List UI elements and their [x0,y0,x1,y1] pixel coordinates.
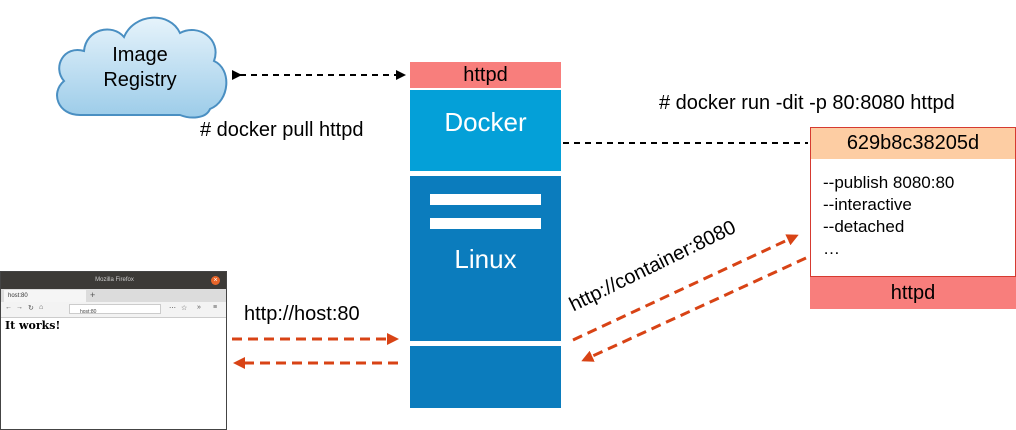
option-publish: --publish 8080:80 [823,173,955,192]
browser-tabbar: host:80 + [1,289,226,302]
option-interactive: --interactive [823,195,912,214]
page-actions-icon[interactable]: ⋯ [169,305,176,312]
address-text: host:80 [80,309,97,315]
run-command: # docker run -dit -p 80:8080 httpd [659,92,955,114]
hardware-layer [410,346,561,408]
image-registry-label: Image Registry [50,43,230,93]
stack-httpd-label: httpd [463,63,508,86]
browser-tab[interactable]: host:80 [4,290,86,302]
stack-httpd-layer: httpd [410,62,561,88]
docker-label: Docker [444,107,527,137]
bookmark-icon[interactable]: ☆ [181,305,188,312]
linux-bar-bottom [430,218,541,229]
back-icon[interactable]: ← [5,304,12,311]
pull-command: # docker pull httpd [200,119,364,141]
cloud-line2: Registry [103,69,177,91]
browser-window: Mozilla Firefox × host:80 + ← → ↻ ⌂ host… [0,271,227,430]
address-bar[interactable]: host:80 [69,304,161,315]
browser-titlebar: Mozilla Firefox [1,272,226,289]
close-icon[interactable]: × [211,276,220,285]
linux-layer: Linux [410,176,561,341]
cloud-line1: Image [112,44,168,66]
home-icon[interactable]: ⌂ [39,304,44,311]
browser-tab-label: host:80 [8,293,28,299]
linux-bar-top [430,194,541,205]
container-options: --publish 8080:80 --interactive --detach… [810,159,1016,277]
host-url-label: http://host:80 [244,303,360,325]
reload-icon[interactable]: ↻ [28,305,34,312]
container-id: 629b8c38205d [846,132,980,154]
new-tab-icon[interactable]: + [90,290,96,300]
browser-title: Mozilla Firefox [95,277,134,283]
container-id-header: 629b8c38205d [810,127,1016,160]
overflow-icon[interactable]: » [197,304,201,311]
option-detached: --detached [823,217,905,236]
page-content: It works! [5,319,61,332]
forward-icon[interactable]: → [16,304,23,311]
option-ellipsis: … [823,239,840,258]
docker-layer: Docker [410,90,561,171]
container-image: httpd [890,281,936,304]
container-request-arrow [572,234,799,342]
container-image-footer: httpd [810,277,1016,309]
menu-icon[interactable]: ≡ [213,304,218,311]
container-card: 629b8c38205d --publish 8080:80 --interac… [810,127,1016,309]
container-response-arrow [581,256,807,362]
linux-label: Linux [454,244,517,274]
cloud-icon [56,16,228,119]
browser-navbar: ← → ↻ ⌂ host:80 ⋯ ☆ » ≡ [1,302,226,318]
